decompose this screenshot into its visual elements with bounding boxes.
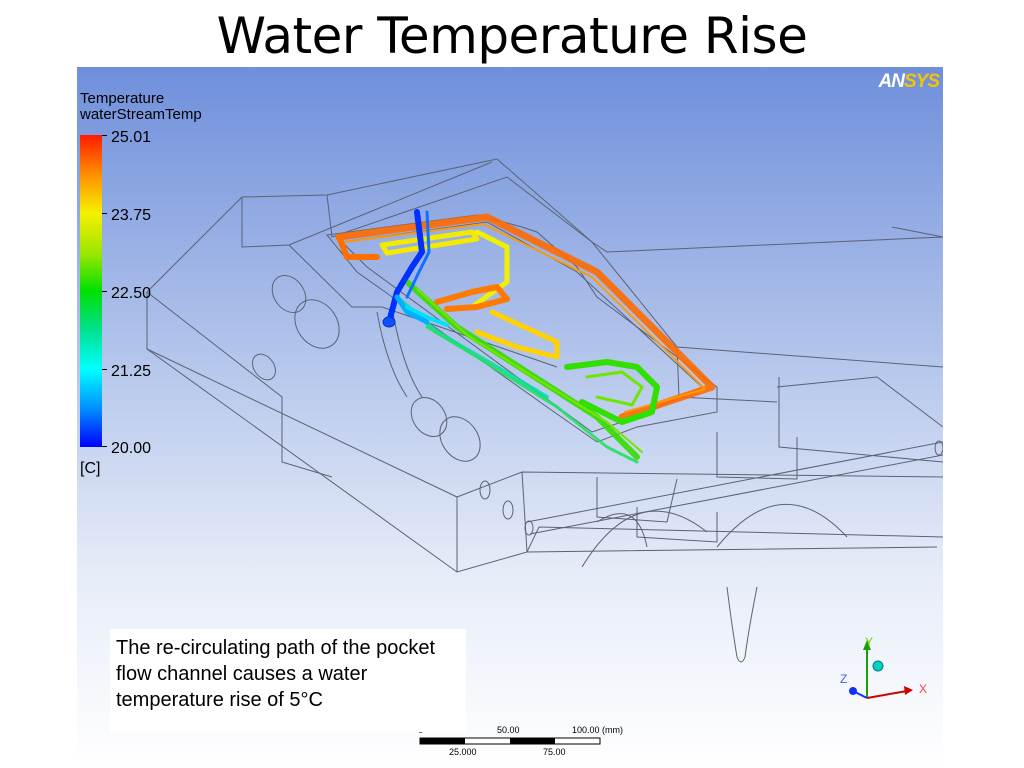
axis-label-z: Z — [840, 672, 848, 686]
legend-variable: waterStreamTemp — [80, 106, 202, 123]
slide-title: Water Temperature Rise — [216, 7, 808, 65]
scale-label-75: 75.00 — [543, 747, 566, 757]
axis-label-x: X — [919, 682, 928, 696]
logo-part-an: AN — [878, 71, 905, 92]
legend-tick — [102, 446, 107, 447]
scale-label-50: 50.00 — [497, 725, 520, 735]
caption-text: The re-circulating path of the pocket fl… — [116, 637, 436, 711]
simulation-viewport[interactable]: ANSYS Temperature waterStreamTemp 25.01 … — [77, 67, 943, 768]
scale-label-25: 25.000 — [449, 747, 477, 757]
legend-tick-label: 21.25 — [111, 363, 152, 380]
logo-part-sys: SYS — [903, 71, 940, 92]
model-wireframe — [146, 158, 943, 663]
legend-tick-label: 25.01 — [111, 129, 152, 146]
scale-bar: 0 50.00 100.00 (mm) 25.000 75.00 — [417, 722, 657, 762]
legend-unit: [C] — [80, 460, 101, 477]
legend-color-bar — [80, 135, 102, 447]
caption-box: The re-circulating path of the pocket fl… — [110, 629, 466, 732]
ansys-logo: ANSYS — [878, 71, 940, 93]
legend-tick — [102, 213, 107, 214]
axis-triad: Y X Z — [837, 632, 937, 712]
legend-tick-label: 22.50 — [111, 285, 152, 302]
scale-label-100: 100.00 (mm) — [572, 725, 624, 735]
legend-tick — [102, 369, 107, 370]
legend-tick-label: 20.00 — [111, 440, 152, 457]
legend-tick-label: 23.75 — [111, 207, 152, 224]
legend-title: Temperature — [80, 90, 165, 107]
legend-tick — [102, 291, 107, 292]
legend-tick — [102, 135, 107, 136]
axis-label-y: Y — [865, 635, 874, 649]
